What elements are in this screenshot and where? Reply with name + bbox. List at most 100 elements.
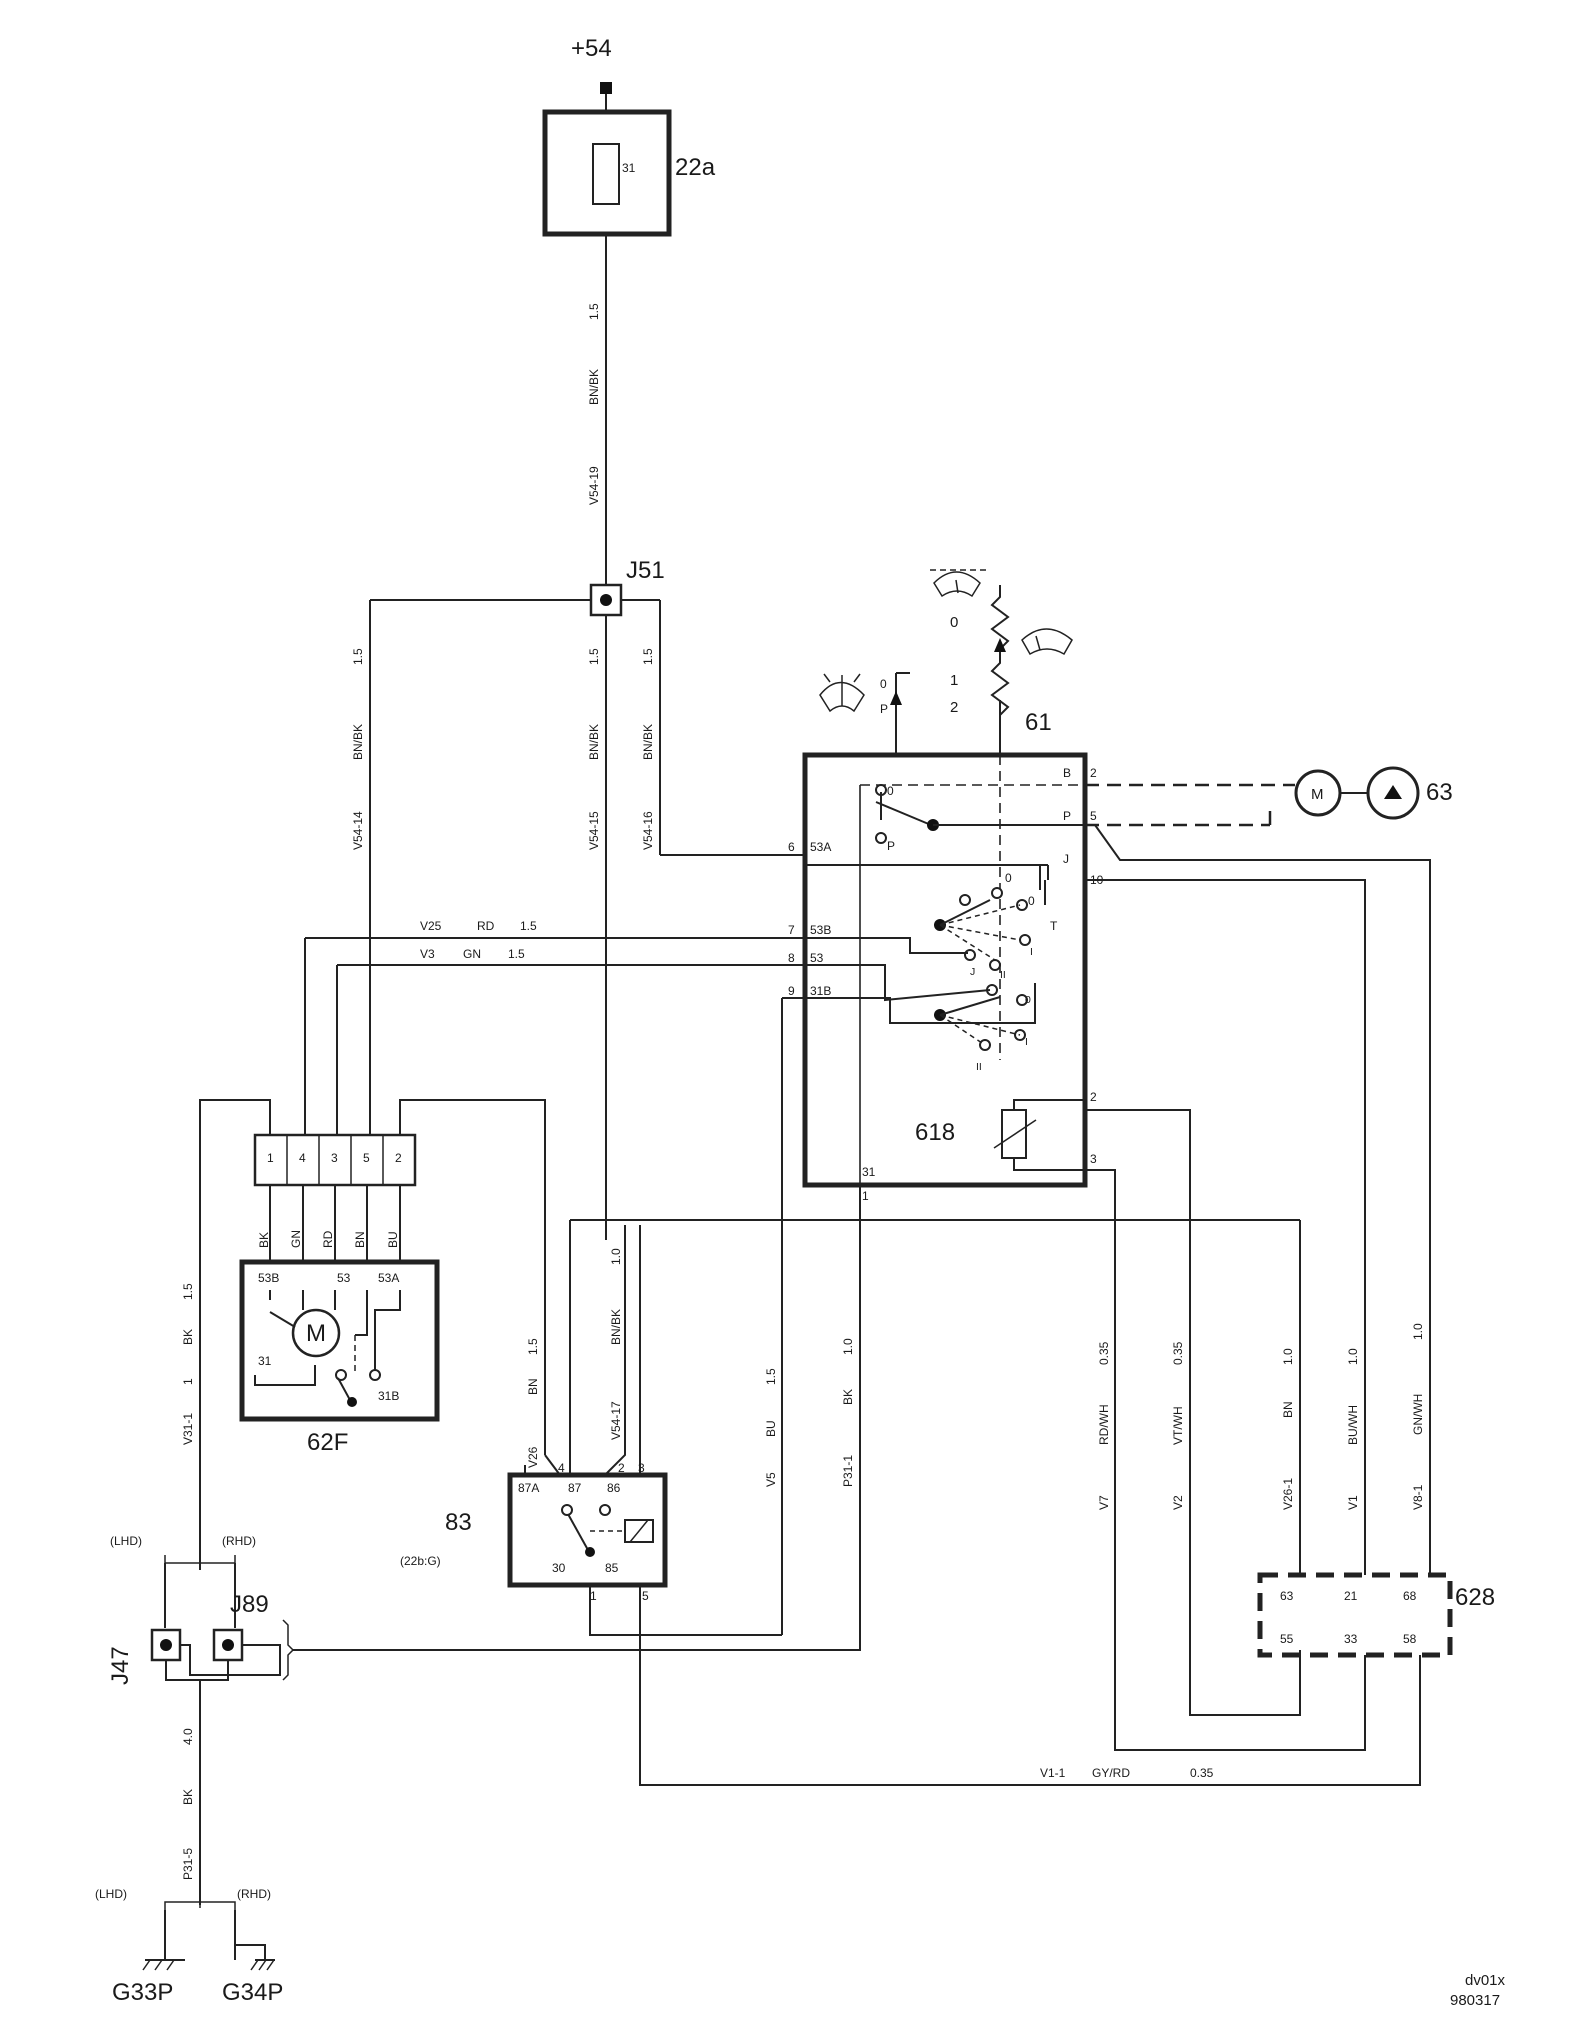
svg-text:31: 31 [258, 1354, 272, 1368]
svg-text:V25: V25 [420, 919, 442, 933]
junction-j47-label: J47 [107, 1646, 134, 1685]
svg-text:31: 31 [862, 1165, 876, 1179]
svg-text:1.0: 1.0 [609, 1248, 623, 1265]
svg-text:I: I [1025, 1036, 1028, 1048]
svg-text:V7: V7 [1097, 1495, 1111, 1510]
component-83-label: 83 [445, 1509, 472, 1536]
wiper-motor-62f [239, 1259, 440, 1422]
svg-text:RD: RD [477, 919, 495, 933]
svg-text:P: P [1063, 809, 1071, 823]
svg-text:BK: BK [257, 1232, 271, 1248]
svg-text:BU/WH: BU/WH [1346, 1405, 1360, 1445]
svg-text:BN/BK: BN/BK [641, 724, 655, 760]
svg-text:53B: 53B [258, 1271, 279, 1285]
svg-text:1.5: 1.5 [520, 919, 537, 933]
svg-text:II: II [976, 1061, 982, 1073]
svg-text:V2: V2 [1171, 1495, 1185, 1510]
junction-j51-label: J51 [626, 557, 665, 584]
svg-text:1: 1 [950, 672, 958, 689]
svg-text:(LHD): (LHD) [95, 1887, 127, 1901]
component-61-label: 61 [1025, 709, 1052, 736]
svg-text:2: 2 [618, 1461, 625, 1475]
svg-text:63: 63 [1280, 1589, 1294, 1603]
svg-text:5: 5 [1090, 809, 1097, 823]
svg-text:1: 1 [181, 1378, 195, 1385]
svg-text:1.0: 1.0 [1411, 1323, 1425, 1340]
svg-text:53: 53 [810, 951, 824, 965]
svg-text:30: 30 [552, 1561, 566, 1575]
control-module-628 [1257, 1572, 1453, 1658]
footer-id: dv01x [1465, 1972, 1506, 1989]
svg-text:2: 2 [950, 699, 958, 716]
junction-j89-label: J89 [230, 1591, 269, 1618]
svg-text:3: 3 [1090, 1152, 1097, 1166]
svg-text:V1-1: V1-1 [1040, 1766, 1066, 1780]
component-618-label: 618 [915, 1119, 955, 1146]
svg-text:4: 4 [299, 1151, 306, 1165]
svg-text:31B: 31B [378, 1389, 399, 1403]
svg-text:P: P [887, 839, 895, 853]
svg-text:53B: 53B [810, 923, 831, 937]
washer-symbol-icon [819, 673, 865, 713]
svg-text:V1: V1 [1346, 1495, 1360, 1510]
svg-text:GY/RD: GY/RD [1092, 1766, 1130, 1780]
svg-text:I: I [1030, 946, 1033, 958]
ground-g34p-icon [250, 1959, 275, 1971]
fuse-icon [592, 143, 620, 205]
svg-text:0: 0 [1005, 871, 1012, 885]
svg-text:BK: BK [181, 1789, 195, 1805]
svg-text:P: P [880, 702, 888, 716]
wiper-motor-icon [291, 1308, 341, 1358]
relay-83 [507, 1472, 668, 1588]
svg-text:BN: BN [353, 1231, 367, 1248]
svg-text:58: 58 [1403, 1632, 1417, 1646]
svg-text:0.35: 0.35 [1097, 1341, 1111, 1365]
svg-text:(RHD): (RHD) [237, 1887, 271, 1901]
svg-text:V54-17: V54-17 [609, 1401, 623, 1440]
svg-text:86: 86 [607, 1481, 621, 1495]
ground-g33p-icon [142, 1959, 185, 1971]
svg-text:7: 7 [788, 923, 795, 937]
fuse-number: 31 [622, 161, 636, 175]
svg-text:J: J [1063, 852, 1069, 866]
svg-text:J: J [970, 966, 975, 978]
svg-text:GN: GN [289, 1230, 303, 1248]
svg-text:53A: 53A [810, 840, 831, 854]
svg-text:BN: BN [1281, 1401, 1295, 1418]
svg-text:RD: RD [321, 1230, 335, 1248]
component-628-label: 628 [1455, 1584, 1495, 1611]
svg-text:BU: BU [764, 1420, 778, 1437]
svg-text:1.5: 1.5 [181, 1283, 195, 1300]
ground-g34p-label: G34P [222, 1979, 283, 2006]
supply-terminal [600, 82, 612, 94]
ground-g33p-label: G33P [112, 1979, 173, 2006]
svg-text:0: 0 [880, 677, 887, 691]
svg-text:V54-19: V54-19 [587, 466, 601, 505]
svg-text:68: 68 [1403, 1589, 1417, 1603]
svg-text:1.5: 1.5 [526, 1338, 540, 1355]
svg-text:1.5: 1.5 [508, 947, 525, 961]
svg-text:4: 4 [558, 1461, 565, 1475]
svg-text:P31-1: P31-1 [841, 1455, 855, 1487]
svg-text:53: 53 [337, 1271, 351, 1285]
svg-text:V54-15: V54-15 [587, 811, 601, 850]
supply-label: +54 [571, 35, 612, 62]
svg-text:(LHD): (LHD) [110, 1534, 142, 1548]
svg-text:BK: BK [841, 1389, 855, 1405]
svg-text:1.0: 1.0 [1281, 1348, 1295, 1365]
resistor-icon [990, 585, 1010, 735]
svg-text:2: 2 [395, 1151, 402, 1165]
svg-text:4.0: 4.0 [181, 1728, 195, 1745]
svg-text:V8-1: V8-1 [1411, 1484, 1425, 1510]
svg-text:9: 9 [788, 984, 795, 998]
svg-text:3: 3 [331, 1151, 338, 1165]
svg-text:87A: 87A [518, 1481, 539, 1495]
svg-text:BN/BK: BN/BK [351, 724, 365, 760]
svg-text:0: 0 [1025, 994, 1031, 1006]
component-63-label: 63 [1426, 779, 1453, 806]
svg-text:1.5: 1.5 [351, 648, 365, 665]
svg-text:0.35: 0.35 [1171, 1341, 1185, 1365]
svg-text:1.0: 1.0 [1346, 1348, 1360, 1365]
svg-text:V54-14: V54-14 [351, 811, 365, 850]
